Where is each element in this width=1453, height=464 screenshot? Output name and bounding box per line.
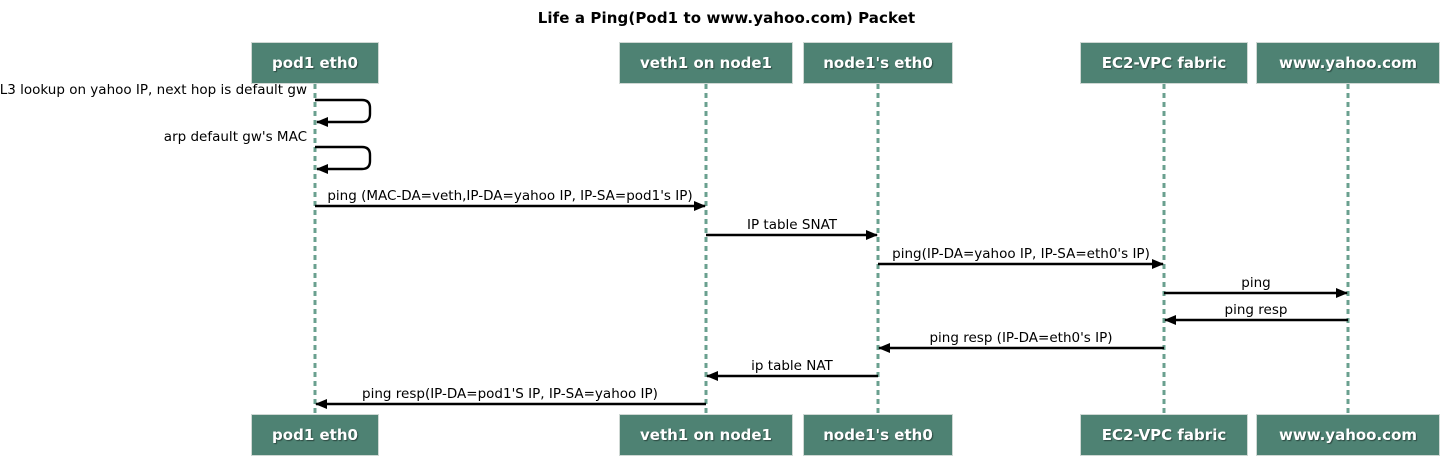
page-title: Life a Ping(Pod1 to www.yahoo.com) Packe… [537,9,916,27]
participant-label: www.yahoo.com [1278,54,1418,72]
participant-box-pod1-bottom[interactable]: pod1 eth0 [251,414,379,456]
participant-box-node1eth0-top[interactable]: node1's eth0 [803,42,953,84]
participant-box-node1eth0-bottom[interactable]: node1's eth0 [803,414,953,456]
participant-label: EC2-VPC fabric [1101,54,1227,72]
participant-label: veth1 on node1 [640,426,772,444]
message-label-6: ping [1241,275,1271,291]
participant-label: pod1 eth0 [272,426,358,444]
messages-layer [315,98,1348,409]
participant-label: pod1 eth0 [272,54,358,72]
message-label-1: L3 lookup on yahoo IP, next hop is defau… [0,82,307,98]
message-label-8: ping resp (IP-DA=eth0's IP) [929,330,1113,346]
lifelines-layer [313,84,1350,414]
self-message-arrow-2 [315,145,372,174]
participant-box-yahoo-bottom[interactable]: www.yahoo.com [1256,414,1440,456]
participant-box-veth1-top[interactable]: veth1 on node1 [619,42,793,84]
message-label-5: ping(IP-DA=yahoo IP, IP-SA=eth0's IP) [892,246,1150,262]
participant-label: node1's eth0 [823,54,933,72]
message-label-7: ping resp [1224,302,1288,318]
message-label-4: IP table SNAT [747,217,837,233]
participant-box-pod1-top[interactable]: pod1 eth0 [251,42,379,84]
message-label-9: ip table NAT [751,358,833,374]
participant-label: EC2-VPC fabric [1101,426,1227,444]
self-message-arrow-1 [315,98,372,127]
message-label-10: ping resp(IP-DA=pod1'S IP, IP-SA=yahoo I… [362,386,658,402]
participant-label: veth1 on node1 [640,54,772,72]
participant-box-veth1-bottom[interactable]: veth1 on node1 [619,414,793,456]
message-label-3: ping (MAC-DA=veth,IP-DA=yahoo IP, IP-SA=… [327,188,693,204]
participant-label: www.yahoo.com [1278,426,1418,444]
message-label-2: arp default gw's MAC [163,129,307,145]
participant-box-ec2vpc-top[interactable]: EC2-VPC fabric [1080,42,1248,84]
participant-label: node1's eth0 [823,426,933,444]
participant-box-yahoo-top[interactable]: www.yahoo.com [1256,42,1440,84]
participant-box-ec2vpc-bottom[interactable]: EC2-VPC fabric [1080,414,1248,456]
